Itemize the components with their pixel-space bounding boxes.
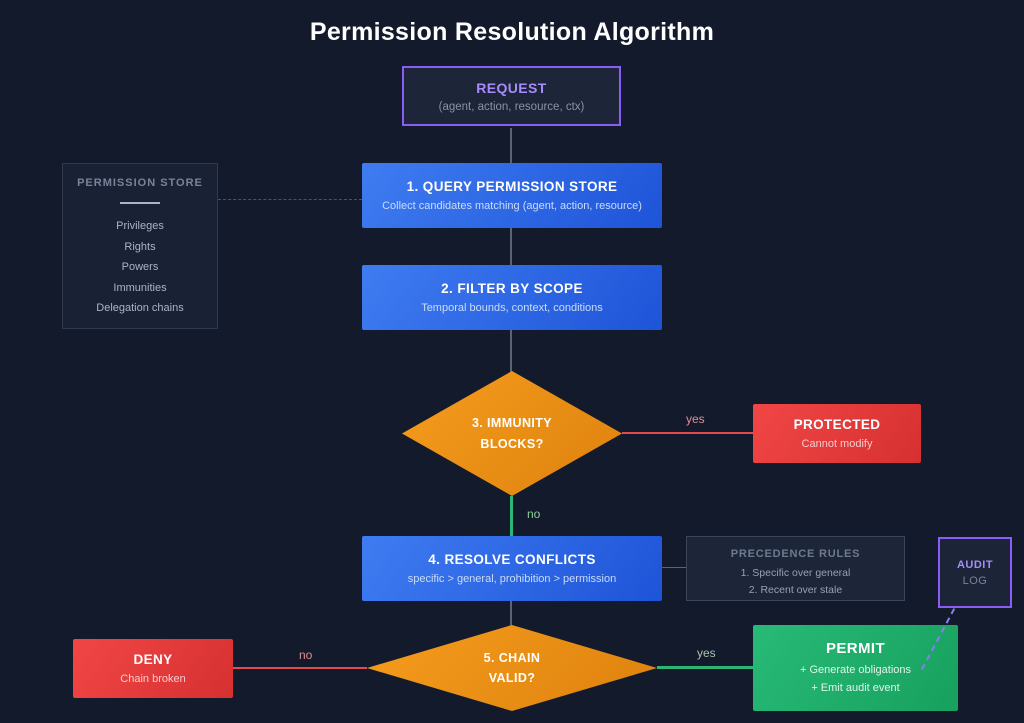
- permission-store-divider: [120, 202, 160, 204]
- audit-log-line1: AUDIT: [956, 558, 994, 571]
- precedence-rule-item: 1. Specific over general: [740, 567, 851, 579]
- step-resolve-subtitle: specific > general, prohibition > permis…: [407, 573, 617, 585]
- edge-immunity-no: [510, 496, 513, 536]
- permit-label: PERMIT: [825, 639, 886, 657]
- permission-store-item: Powers: [121, 261, 159, 273]
- audit-log-line2: LOG: [962, 574, 988, 587]
- node-request: REQUEST (agent, action, resource, ctx): [402, 66, 621, 126]
- edge-label-chain-no: no: [299, 648, 313, 662]
- edge-store-to-query-dashed: [218, 199, 362, 200]
- decision-immunity-line2: BLOCKS?: [480, 436, 544, 451]
- decision-chain-line1: 5. CHAIN: [483, 651, 541, 665]
- edge-resolve-to-precedence: [662, 567, 686, 568]
- permission-store-item: Immunities: [113, 281, 167, 294]
- node-step-query: 1. QUERY PERMISSION STORE Collect candid…: [362, 163, 662, 228]
- permission-store-item: Privileges: [116, 220, 164, 232]
- step-filter-subtitle: Temporal bounds, context, conditions: [421, 302, 603, 314]
- edge-immunity-yes: [622, 432, 753, 434]
- step-resolve-label: 4. RESOLVE CONFLICTS: [428, 552, 596, 567]
- decision-chain-line2: VALID?: [488, 671, 536, 685]
- protected-subtitle: Cannot modify: [801, 438, 873, 450]
- decision-immunity-line1: 3. IMMUNITY: [471, 415, 553, 430]
- node-step-resolve: 4. RESOLVE CONFLICTS specific > general,…: [362, 536, 662, 601]
- node-permit: PERMIT + Generate obligations + Emit aud…: [753, 625, 958, 711]
- permit-line-audit: + Emit audit event: [811, 681, 900, 694]
- edge-query-to-filter: [510, 228, 512, 265]
- node-permission-store: PERMISSION STORE Privileges Rights Power…: [62, 163, 218, 329]
- protected-label: PROTECTED: [793, 417, 881, 432]
- edge-chain-yes: [657, 666, 753, 669]
- node-decision-immunity: 3. IMMUNITY BLOCKS?: [402, 371, 622, 496]
- node-audit-log: AUDIT LOG: [938, 537, 1012, 608]
- node-step-filter: 2. FILTER BY SCOPE Temporal bounds, cont…: [362, 265, 662, 330]
- edge-label-immunity-yes: yes: [686, 412, 705, 426]
- precedence-rule-item: 2. Recent over stale: [748, 584, 843, 596]
- request-label: REQUEST: [476, 79, 547, 96]
- node-precedence-rules: PRECEDENCE RULES 1. Specific over genera…: [686, 536, 905, 601]
- deny-subtitle: Chain broken: [120, 673, 186, 685]
- deny-label: DENY: [133, 652, 173, 667]
- edge-filter-to-immunity: [510, 330, 512, 372]
- edge-request-to-query: [510, 128, 512, 163]
- edge-resolve-to-chain: [510, 601, 512, 627]
- node-decision-chain: 5. CHAIN VALID?: [367, 625, 657, 711]
- edge-chain-no: [233, 667, 367, 669]
- precedence-rules-title: PRECEDENCE RULES: [730, 548, 861, 560]
- permission-store-item: Delegation chains: [96, 302, 184, 314]
- edge-label-chain-yes: yes: [697, 646, 716, 660]
- permission-store-item: Rights: [124, 240, 156, 253]
- step-query-label: 1. QUERY PERMISSION STORE: [406, 179, 618, 194]
- step-query-subtitle: Collect candidates matching (agent, acti…: [382, 200, 642, 212]
- node-protected: PROTECTED Cannot modify: [753, 404, 921, 463]
- permit-line-obligations: + Generate obligations: [800, 663, 911, 676]
- request-subtitle: (agent, action, resource, ctx): [438, 100, 585, 113]
- page-title: Permission Resolution Algorithm: [309, 18, 715, 46]
- node-deny: DENY Chain broken: [73, 639, 233, 698]
- edge-label-immunity-no: no: [527, 507, 541, 521]
- permission-store-title: PERMISSION STORE: [77, 177, 203, 189]
- step-filter-label: 2. FILTER BY SCOPE: [441, 281, 583, 296]
